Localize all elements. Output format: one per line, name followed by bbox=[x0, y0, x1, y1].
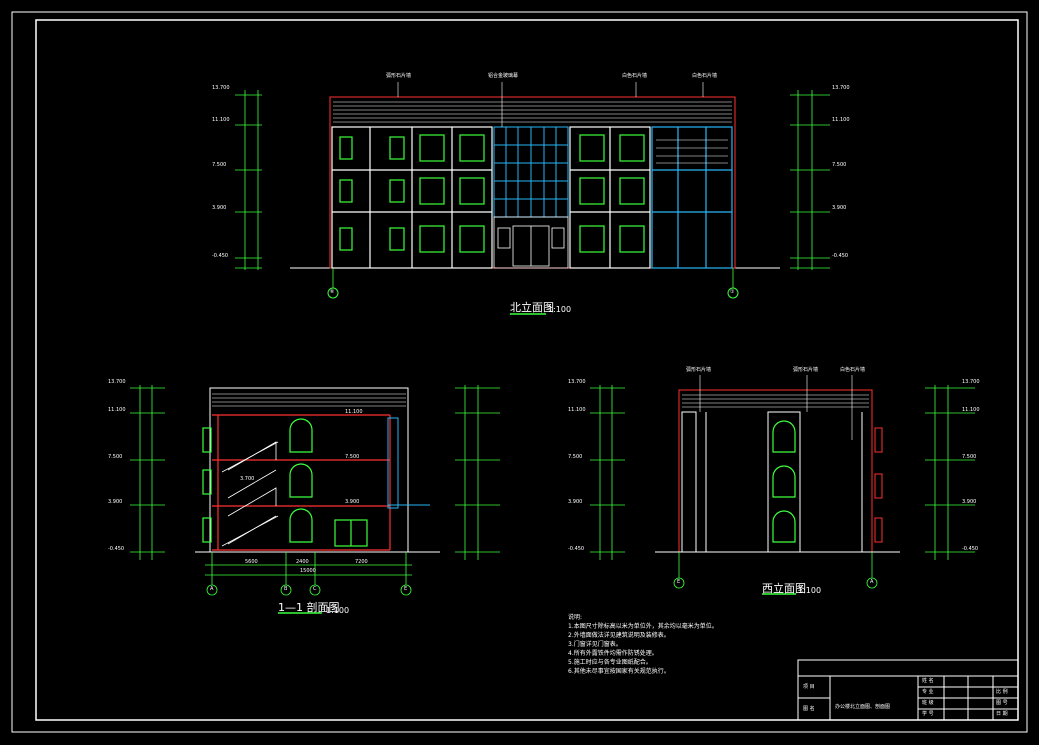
section-scale: 1:100 bbox=[326, 606, 350, 615]
title-block-right-3: 图 号 bbox=[996, 700, 1008, 706]
title-block-drawing-name: 办公楼北立面图、剖面图 bbox=[835, 704, 891, 710]
west-elevation bbox=[590, 375, 975, 595]
north-callout-4: 白色石片墙 bbox=[692, 73, 718, 79]
north-level-ground: -0.450 bbox=[212, 253, 229, 259]
west-level-ground: -0.450 bbox=[568, 546, 585, 552]
outer-frame bbox=[11, 11, 1028, 733]
west-level-top-r: 13.700 bbox=[962, 379, 980, 385]
title-block-row-3: 班 级 bbox=[922, 700, 934, 706]
section-dim-1: 5600 bbox=[245, 559, 258, 565]
note-line-5: 5.施工时应与各专业图纸配合。 bbox=[568, 659, 652, 666]
north-level-3-r: 7.500 bbox=[832, 162, 847, 168]
west-level-4-r: 3.900 bbox=[962, 499, 977, 505]
title-block bbox=[797, 659, 1019, 721]
north-level-2-r: 11.100 bbox=[832, 117, 850, 123]
title-block-drawing-label: 图 名 bbox=[803, 706, 815, 712]
section-level-ground: -0.450 bbox=[108, 546, 125, 552]
west-callout-1: 弧形石片墙 bbox=[686, 367, 712, 373]
north-level-top: 13.700 bbox=[212, 85, 230, 91]
north-level-top-r: 13.700 bbox=[832, 85, 850, 91]
section-dim-total: 15000 bbox=[300, 568, 316, 574]
title-block-project-label: 项 目 bbox=[803, 684, 815, 690]
section-floor-mark-1: 11.100 bbox=[345, 409, 363, 415]
section-dim-2: 2400 bbox=[296, 559, 309, 565]
section-dim-3: 7200 bbox=[355, 559, 368, 565]
west-elevation-title: 西立面图 bbox=[762, 582, 806, 595]
north-axis-left: ⑥ bbox=[330, 289, 335, 295]
west-level-ground-r: -0.450 bbox=[962, 546, 979, 552]
notes-heading: 说明: bbox=[568, 614, 583, 621]
section-1-1 bbox=[130, 385, 500, 614]
title-block-right-4: 日 期 bbox=[996, 711, 1008, 717]
north-level-ground-r: -0.450 bbox=[832, 253, 849, 259]
north-level-2: 11.100 bbox=[212, 117, 230, 123]
title-block-row-1: 姓 名 bbox=[922, 678, 934, 684]
north-callout-2: 铝合金玻璃幕 bbox=[488, 73, 519, 79]
north-callout-3: 白色石片墙 bbox=[622, 73, 648, 79]
title-block-row-4: 学 号 bbox=[922, 711, 934, 717]
note-line-6: 6.其他未尽事宜按国家有关规范执行。 bbox=[568, 668, 670, 675]
north-level-4: 3.900 bbox=[212, 205, 227, 211]
north-level-3: 7.500 bbox=[212, 162, 227, 168]
section-level-3: 7.500 bbox=[108, 454, 123, 460]
west-level-top: 13.700 bbox=[568, 379, 586, 385]
curtain-wall-center bbox=[493, 126, 569, 218]
west-axis-left: E bbox=[677, 579, 681, 585]
west-elevation-scale: 1:100 bbox=[798, 586, 822, 595]
north-elevation bbox=[235, 82, 830, 315]
north-elevation-title: 北立面图 bbox=[510, 301, 554, 314]
note-line-1: 1.本图尺寸除标高以米为单位外，其余均以毫米为单位。 bbox=[568, 623, 718, 630]
title-block-row-2: 专 业 bbox=[922, 689, 934, 695]
drawing-frame bbox=[35, 19, 1019, 721]
section-axis-b: B bbox=[284, 586, 288, 592]
west-level-2: 11.100 bbox=[568, 407, 586, 413]
west-callout-3: 白色石片墙 bbox=[840, 367, 866, 373]
west-axis-right: A bbox=[870, 579, 874, 585]
section-landing-mark: 3.700 bbox=[240, 476, 255, 482]
windows-north bbox=[339, 134, 645, 253]
staircase bbox=[221, 441, 279, 547]
section-axis-a: A bbox=[210, 586, 214, 592]
west-level-3: 7.500 bbox=[568, 454, 583, 460]
west-callout-2: 弧形石片墙 bbox=[793, 367, 819, 373]
west-level-4: 3.900 bbox=[568, 499, 583, 505]
curtain-wall-right bbox=[651, 126, 733, 269]
section-level-4: 3.900 bbox=[108, 499, 123, 505]
section-level-2: 11.100 bbox=[108, 407, 126, 413]
section-floor-mark-2: 7.500 bbox=[345, 454, 360, 460]
note-line-3: 3.门窗详见门窗表。 bbox=[568, 641, 622, 648]
section-floor-mark-3: 3.900 bbox=[345, 499, 360, 505]
note-line-2: 2.外墙面做法详见建筑说明及装修表。 bbox=[568, 632, 670, 639]
section-axis-c: C bbox=[313, 586, 317, 592]
section-title: 1—1 剖面图 bbox=[278, 601, 340, 614]
title-block-right-2: 比 例 bbox=[996, 689, 1008, 695]
section-level-top: 13.700 bbox=[108, 379, 126, 385]
north-axis-right: ① bbox=[730, 289, 735, 295]
north-callout-1: 弧形石片墙 bbox=[386, 73, 412, 79]
section-axis-e: E bbox=[404, 586, 408, 592]
north-elevation-scale: 1:100 bbox=[548, 305, 572, 314]
west-level-2-r: 11.100 bbox=[962, 407, 980, 413]
north-level-4-r: 3.900 bbox=[832, 205, 847, 211]
note-line-4: 4.所有外露铁件均需作防锈处理。 bbox=[568, 650, 658, 657]
west-level-3-r: 7.500 bbox=[962, 454, 977, 460]
